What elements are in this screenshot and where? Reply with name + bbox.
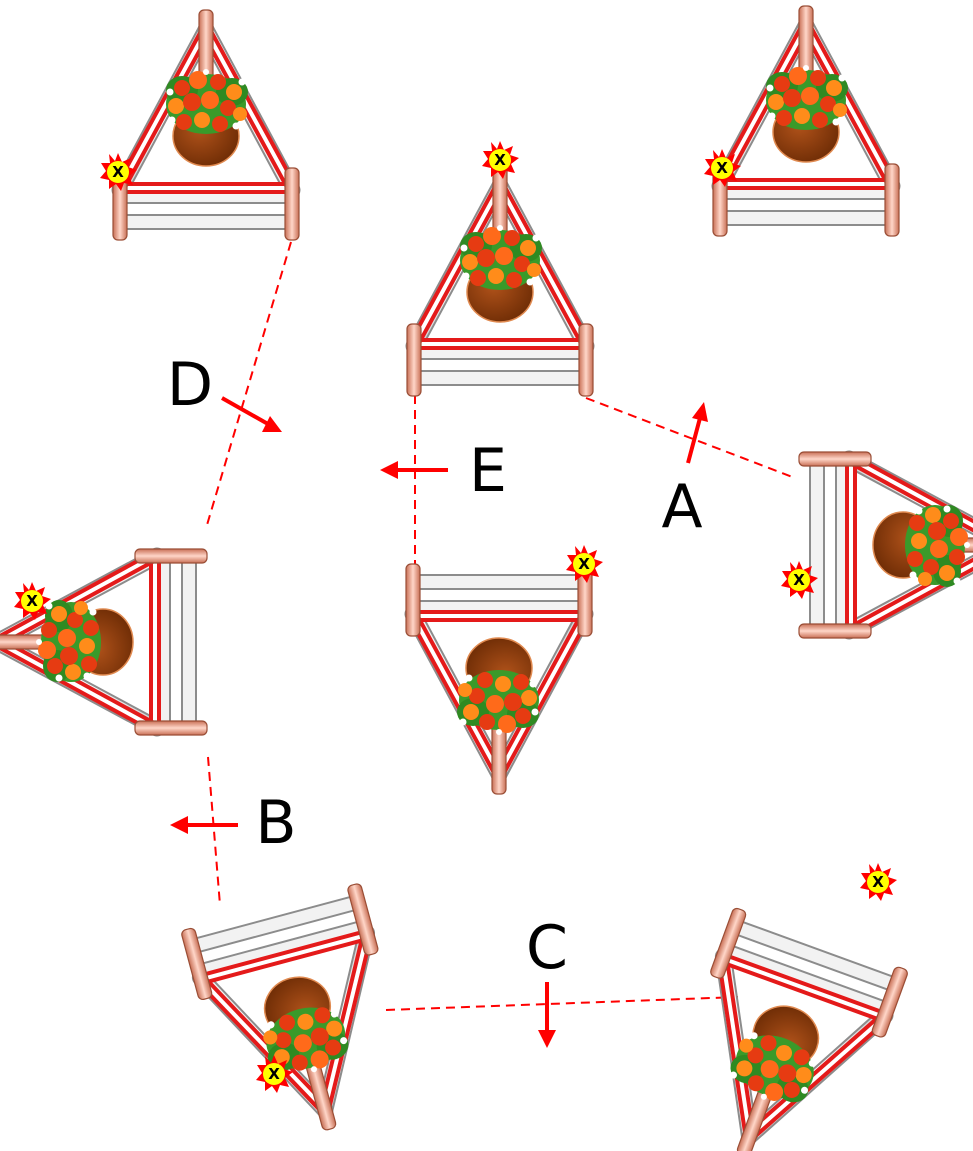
marker-text: X (494, 151, 506, 169)
planter-right (799, 452, 973, 638)
marker-text: X (578, 555, 590, 573)
planter-top-center (407, 166, 593, 396)
planter-bottom-left (181, 883, 420, 1151)
arrow-e-icon (380, 461, 448, 479)
label-a: A (661, 472, 702, 542)
arrow-c-icon (538, 982, 556, 1048)
planter-left (0, 549, 207, 735)
label-b: B (255, 788, 296, 858)
marker-badge-3: X (704, 149, 741, 187)
marker-text: X (793, 571, 805, 589)
marker-text: X (26, 592, 38, 610)
marker-badge-6: X (14, 582, 51, 620)
marker-badge-7: X (860, 863, 897, 901)
marker-text: X (716, 159, 728, 177)
marker-badge-4: X (566, 545, 603, 583)
label-d: D (167, 350, 213, 420)
label-c: C (526, 913, 568, 983)
planter-top-right (713, 6, 899, 236)
arrows (170, 396, 708, 1048)
marker-text: X (268, 1065, 280, 1083)
marker-badge-2: X (482, 141, 519, 179)
dashed-connector-lines (206, 241, 796, 1011)
planter-bottom-right (655, 907, 908, 1151)
arrow-a-icon (686, 402, 708, 464)
arrow-b-icon (170, 816, 238, 834)
marker-badge-1: X (100, 153, 137, 191)
planter-center (406, 564, 592, 794)
marker-text: X (872, 873, 884, 891)
marker-badge-8: X (256, 1055, 293, 1093)
arrow-d-icon (221, 396, 282, 432)
label-e: E (469, 436, 507, 506)
planter-top-left (113, 10, 299, 240)
marker-badge-5: X (781, 561, 818, 599)
marker-text: X (112, 163, 124, 181)
